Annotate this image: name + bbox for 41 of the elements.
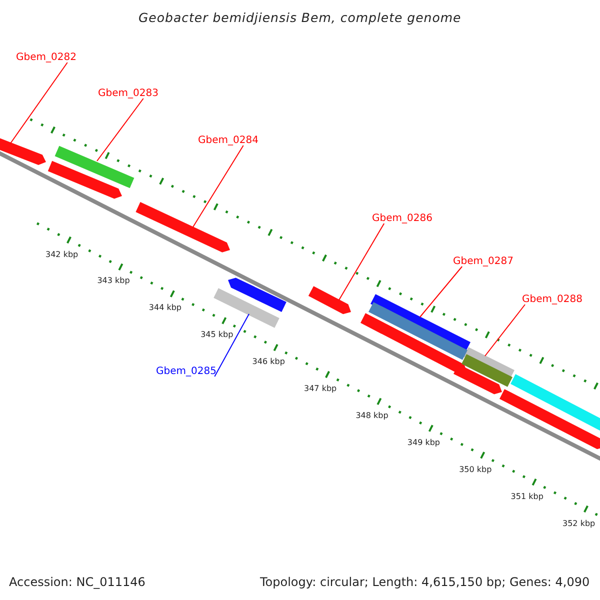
gene-feature <box>214 288 280 328</box>
scale-label: 344 kbp <box>148 304 182 314</box>
leader-line <box>338 223 385 300</box>
scale-label: 347 kbp <box>304 385 337 394</box>
leader-line <box>420 266 463 318</box>
accession-text: Accession: NC_011146 <box>9 576 146 589</box>
scale-label: 342 kbp <box>46 250 78 260</box>
gene-label: Gbem_0282 <box>16 52 76 62</box>
scale-label: 352 kbp <box>562 520 596 529</box>
gene-feature <box>462 354 512 387</box>
diagram-title: Geobacter bemidjiensis Bem, complete genome <box>138 11 462 25</box>
gene-feature <box>510 374 600 432</box>
gene-label: Gbem_0285 <box>156 366 216 376</box>
gene-label: Gbem_0283 <box>98 88 158 98</box>
gene-label: Gbem_0286 <box>372 212 432 224</box>
gene-feature <box>368 302 468 360</box>
leader-line <box>96 98 144 162</box>
gene-label: Gbem_0284 <box>198 134 258 146</box>
leader-line <box>484 304 526 356</box>
genome-info-text: Topology: circular; Length: 4,615,150 bp; Genes: 4,090 <box>260 576 590 589</box>
gene-feature <box>308 286 351 314</box>
gene-feature <box>454 364 502 394</box>
leader-line <box>214 314 250 377</box>
gene-feature <box>228 278 286 312</box>
scale-label: 350 kbp <box>459 466 492 475</box>
leader-line <box>10 62 68 144</box>
gene-label: Gbem_0287 <box>453 256 514 266</box>
gene-label: Gbem_0288 <box>522 294 582 304</box>
scale-label: 346 kbp <box>252 358 285 368</box>
gene-feature <box>136 202 230 252</box>
gene-feature <box>0 136 46 165</box>
gene-feature <box>54 146 134 188</box>
scale-label: 349 kbp <box>407 439 440 448</box>
leader-line <box>192 145 244 228</box>
scale-label: 351 kbp <box>510 493 544 502</box>
scale-label: 343 kbp <box>97 277 130 286</box>
gene-feature <box>48 160 122 199</box>
scale-label: 348 kbp <box>356 412 388 421</box>
scale-label: 345 kbp <box>200 331 234 340</box>
gene-feature <box>500 389 600 450</box>
gene-feature <box>360 313 467 374</box>
